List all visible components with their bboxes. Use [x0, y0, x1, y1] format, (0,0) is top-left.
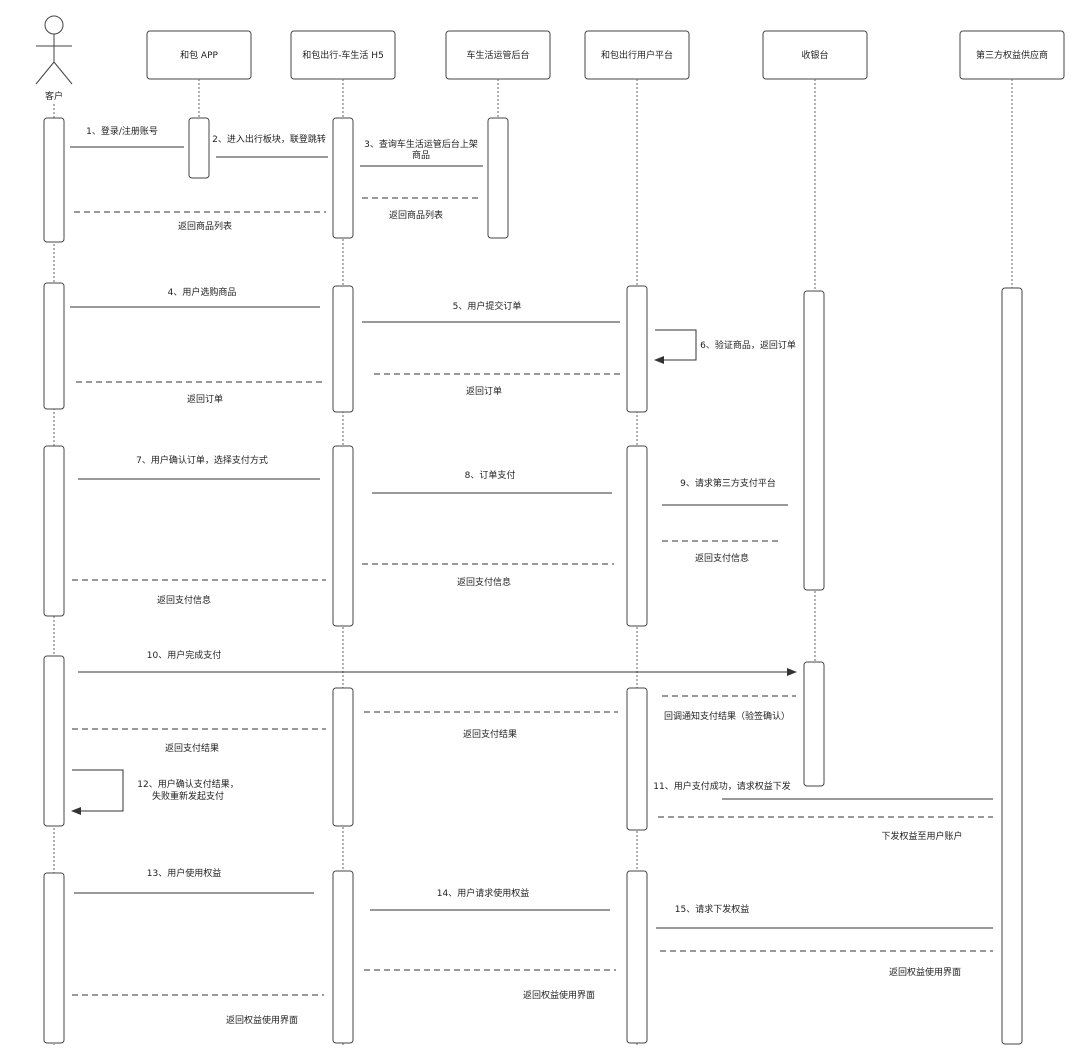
- participant-label: 和包 APP: [180, 49, 218, 61]
- msg-label-2: 2、进入出行板块，联登跳转: [212, 133, 326, 145]
- actor-leg-right: [53, 61, 73, 85]
- ret-label-2: 返回商品列表: [389, 209, 443, 221]
- actor-label: 客户: [45, 90, 63, 102]
- participant-app: 和包 APP: [146, 30, 252, 80]
- ret-label-7: 返回支付信息: [157, 594, 211, 606]
- participant-label: 第三方权益供应商: [976, 49, 1048, 61]
- activation-customer-1: [43, 117, 65, 243]
- actor-customer: 客户: [35, 15, 73, 102]
- actor-leg-left: [35, 61, 55, 85]
- ret-label-14: 返回权益使用界面: [226, 1014, 298, 1026]
- participant-label: 和包出行用户平台: [601, 49, 673, 61]
- msg-label-10: 10、用户完成支付: [147, 649, 221, 661]
- activation-customer-3: [43, 445, 65, 617]
- ret-label-5: 返回支付信息: [695, 552, 749, 564]
- msg-label-15: 15、请求下发权益: [675, 903, 749, 915]
- ret-label-10: 返回支付结果: [165, 742, 219, 754]
- actor-head: [44, 15, 64, 35]
- activation-h5-1: [332, 117, 354, 239]
- ret-label-6: 返回支付信息: [457, 576, 511, 588]
- msg-label-8: 8、订单支付: [465, 469, 516, 481]
- activation-cash-2: [803, 661, 825, 787]
- activation-customer-2: [43, 282, 65, 410]
- activation-h5-2: [332, 285, 354, 413]
- activations: [43, 117, 1023, 1045]
- ret-label-13: 返回权益使用界面: [523, 989, 595, 1001]
- msg-label-12b: 失败重新发起支付: [152, 790, 224, 802]
- participant-third: 第三方权益供应商: [959, 30, 1065, 80]
- activation-plat-2: [626, 445, 648, 627]
- msg-label-14: 14、用户请求使用权益: [437, 887, 529, 899]
- message-lines: [70, 146, 993, 996]
- activation-plat-3: [626, 687, 648, 831]
- msg-label-1: 1、登录/注册账号: [86, 125, 158, 137]
- activation-third-1: [1001, 287, 1023, 1045]
- ret-label-11: 下发权益至用户账户: [881, 830, 962, 842]
- msg-label-3a: 3、查询车生活运管后台上架: [364, 138, 478, 150]
- msg-label-7: 7、用户确认订单，选择支付方式: [136, 454, 268, 466]
- participant-label: 收银台: [801, 49, 828, 61]
- msg-label-6: 6、验证商品，返回订单: [700, 339, 796, 351]
- ret-label-4: 返回订单: [466, 385, 502, 397]
- msg-label-13: 13、用户使用权益: [147, 867, 221, 879]
- message-labels: 1、登录/注册账号 2、进入出行板块，联登跳转 3、查询车生活运管后台上架 商品…: [86, 125, 962, 1026]
- msg-line-12-self: [71, 769, 124, 815]
- participant-h5: 和包出行-车生活 H5: [290, 30, 396, 80]
- activation-cash-1: [803, 290, 825, 591]
- participant-label: 车生活运管后台: [466, 49, 529, 61]
- ret-label-3: 返回订单: [187, 393, 223, 405]
- msg-label-3b: 商品: [412, 149, 430, 161]
- participant-label: 和包出行-车生活 H5: [302, 49, 384, 61]
- msg-label-9: 9、请求第三方支付平台: [680, 477, 776, 489]
- participant-plat: 和包出行用户平台: [584, 30, 690, 80]
- msg-label-11: 11、用户支付成功，请求权益下发: [653, 780, 790, 792]
- activation-admin-1: [487, 117, 509, 239]
- activation-customer-4: [43, 655, 65, 827]
- activation-plat-4: [626, 870, 648, 1044]
- msg-label-12a: 12、用户确认支付结果，: [137, 778, 238, 790]
- msg-line-6-self: [654, 329, 697, 364]
- activation-h5-3: [332, 445, 354, 627]
- msg-label-5: 5、用户提交订单: [453, 300, 522, 312]
- ret-label-9: 返回支付结果: [463, 728, 517, 740]
- activation-app-1: [188, 117, 210, 179]
- activation-customer-5: [43, 872, 65, 1044]
- participant-cash: 收银台: [762, 30, 868, 80]
- ret-label-12: 返回权益使用界面: [889, 966, 961, 978]
- activation-h5-5: [332, 870, 354, 1044]
- activation-h5-4: [332, 687, 354, 827]
- ret-label-8: 回调通知支付结果（验签确认）: [664, 710, 790, 722]
- msg-label-4: 4、用户选购商品: [168, 286, 237, 298]
- activation-plat-1: [626, 285, 648, 413]
- ret-label-1: 返回商品列表: [178, 220, 232, 232]
- participant-admin: 车生活运管后台: [445, 30, 551, 80]
